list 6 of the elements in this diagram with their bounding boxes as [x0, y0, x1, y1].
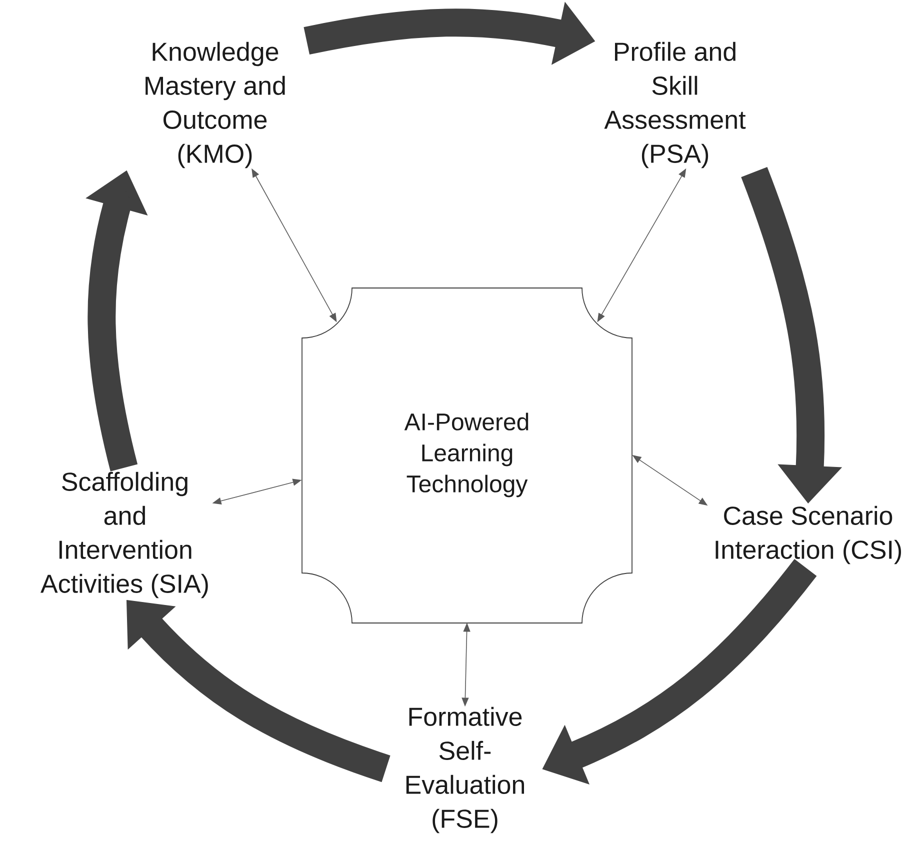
stage-label: Knowledge Mastery and Outcome (KMO)	[146, 42, 285, 168]
stage-label: Profile and Skill Assessment (PSA)	[604, 42, 746, 168]
stage-label: Case Scenario Interaction (CSI)	[716, 506, 901, 564]
stage-label: Formative Self-Evaluation (FSE)	[406, 706, 524, 834]
hub-box: AI-Powered Learning Technology	[302, 288, 632, 624]
stage-label: Scaffolding and Intervention Activities (SIA)	[40, 472, 208, 598]
